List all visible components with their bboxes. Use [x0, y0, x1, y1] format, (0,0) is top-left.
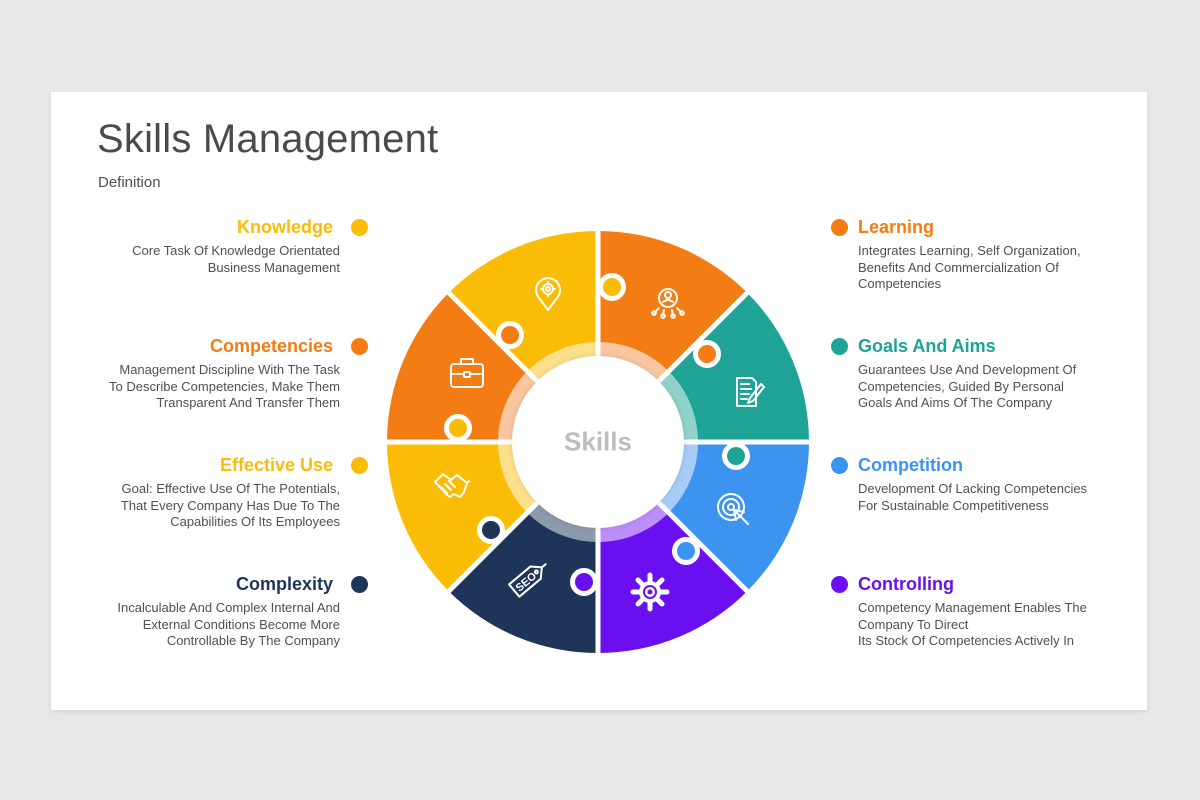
item-complexity: Complexity Incalculable And Complex Inte…: [88, 572, 368, 650]
item-title: Knowledge: [236, 216, 333, 237]
puzzle-wheel: SEO: [387, 231, 809, 653]
desc-line: Management Discipline With The Task: [119, 362, 340, 377]
item-description: Core Task Of Knowledge Orientated Busine…: [88, 243, 368, 276]
center-label: Skills: [564, 426, 632, 457]
item-title: Complexity: [235, 573, 333, 594]
desc-line: Capabilities Of Its Employees: [170, 514, 340, 529]
item-description: Goal: Effective Use Of The Potentials, T…: [88, 481, 368, 531]
desc-line: Its Stock Of Competencies Actively In: [858, 633, 1075, 648]
desc-line: To Describe Competencies, Make Them: [109, 378, 340, 394]
item-description: Competency Management Enables The Compan…: [831, 600, 1111, 650]
page-subtitle: Definition: [98, 174, 161, 191]
item-title: Goals And Aims: [858, 335, 996, 356]
item-learning: Learning Integrates Learning, Self Organ…: [831, 215, 1111, 293]
page-title: Skills Management: [97, 117, 439, 161]
center-circle: [512, 356, 684, 528]
item-competition: Competition Development Of Lacking Compe…: [831, 453, 1111, 514]
puzzle-nub-fills: [449, 278, 745, 591]
competencies-dot: [351, 337, 368, 355]
item-title: Learning: [858, 216, 935, 237]
desc-line: Goals And Aims Of The Company: [858, 395, 1053, 410]
desc-line: Core Task Of Knowledge Orientated: [132, 243, 340, 258]
desc-line: Benefits And Commercialization Of: [858, 259, 1059, 275]
desc-line: Goal: Effective Use Of The Potentials,: [121, 481, 340, 496]
item-title: Competencies: [209, 335, 333, 356]
desc-line: Guarantees Use And Development Of: [858, 362, 1077, 377]
item-competencies: Competencies Management Discipline With …: [88, 334, 368, 412]
desc-line: Development Of Lacking Competencies: [858, 481, 1088, 496]
knowledge-dot: [351, 218, 368, 236]
item-controlling: Controlling Competency Management Enable…: [831, 572, 1111, 650]
briefcase-icon: [450, 358, 484, 388]
document-edit-icon: [736, 377, 765, 407]
target-click-icon: [717, 493, 749, 525]
location-gear-icon: [535, 277, 561, 311]
item-description: Integrates Learning, Self Organization, …: [831, 243, 1111, 293]
item-title: Competition: [858, 454, 963, 475]
item-effective-use: Effective Use Goal: Effective Use Of The…: [88, 453, 368, 531]
desc-line: Integrates Learning, Self Organization,: [858, 243, 1081, 258]
desc-line: Company To Direct: [858, 616, 969, 632]
complexity-dot: [351, 575, 368, 593]
handshake-icon: [434, 473, 470, 498]
item-title: Controlling: [858, 573, 954, 594]
desc-line: Transparent And Transfer Them: [156, 395, 340, 410]
desc-line: Incalculable And Complex Internal And: [117, 600, 340, 615]
desc-line: Business Management: [207, 259, 340, 275]
item-knowledge: Knowledge Core Task Of Knowledge Orienta…: [88, 215, 368, 276]
desc-line: Competency Management Enables The: [858, 600, 1087, 615]
desc-line: That Every Company Has Due To The: [120, 497, 340, 513]
item-description: Development Of Lacking Competencies For …: [831, 481, 1111, 514]
item-description: Management Discipline With The Task To D…: [88, 362, 368, 412]
competition-dot: [831, 456, 848, 474]
desc-line: Competencies: [858, 276, 942, 291]
desc-line: External Conditions Become More: [142, 616, 340, 632]
desc-line: Competencies, Guided By Personal: [858, 378, 1064, 394]
network-user-icon: [651, 288, 685, 319]
item-goals-and-aims: Goals And Aims Guarantees Use And Develo…: [831, 334, 1111, 412]
goals-dot: [831, 337, 848, 355]
desc-line: For Sustainable Competitiveness: [858, 497, 1049, 513]
effective-use-dot: [351, 456, 368, 474]
segment-dividers: [387, 231, 809, 653]
desc-line: Controllable By The Company: [166, 633, 340, 648]
gear-icon: [630, 572, 670, 612]
item-description: Incalculable And Complex Internal And Ex…: [88, 600, 368, 650]
item-description: Guarantees Use And Development Of Compet…: [831, 362, 1111, 412]
controlling-dot: [831, 575, 848, 593]
learning-dot: [831, 218, 848, 236]
item-title: Effective Use: [219, 454, 333, 475]
